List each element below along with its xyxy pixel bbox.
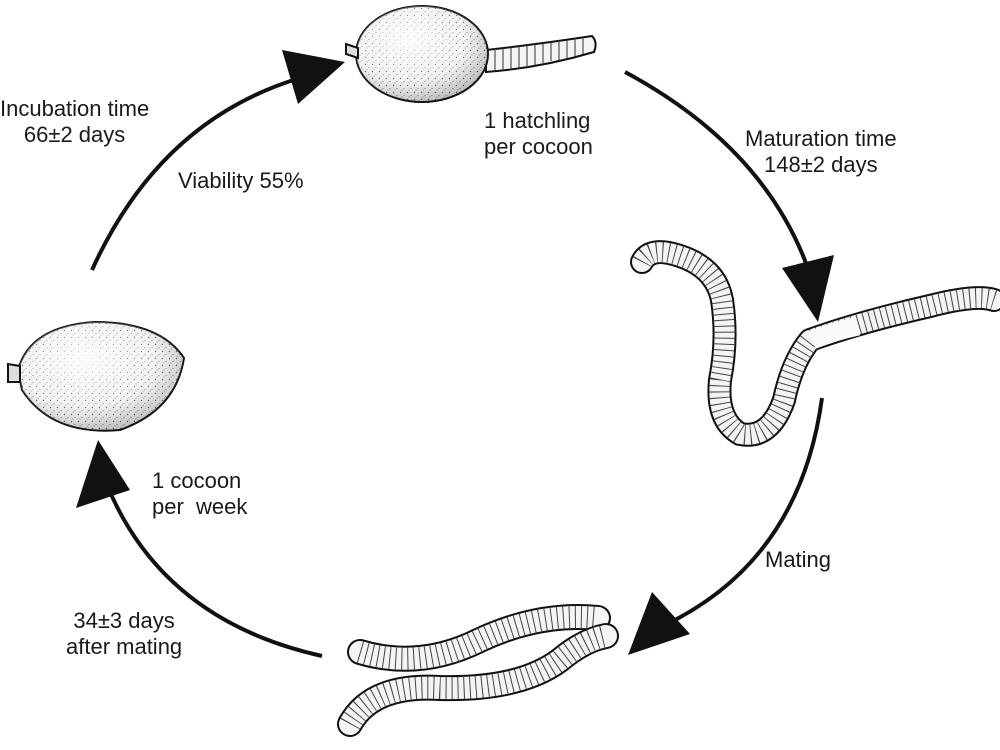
hatchling-worm [485,34,597,74]
mating-label: Mating [765,547,832,572]
adult-worm-clitellum [808,316,861,349]
arrow-mating [664,397,824,627]
maturation-line2: 148±2 days [764,152,878,177]
cocoon-rate-label: 1 cocoon per week [152,468,247,520]
incubation-line1: Incubation time [0,96,150,121]
hatchling-label: 1 hatchling per cocoon [484,108,593,160]
hatchling-line1: 1 hatchling [484,108,591,133]
after-mating-line2: after mating [66,634,183,659]
cocoon-illustration [7,320,186,432]
maturation-time-label: Maturation time 148±2 days [745,126,897,178]
adult-worm-illustration [630,240,1000,447]
hatchling-line2: per cocoon [484,134,593,159]
maturation-line1: Maturation time [745,126,897,151]
after-mating-line1: 34±3 days [73,608,175,633]
hatching-cocoon-illustration [345,5,597,103]
cocoon-rate-line2: per week [152,494,248,519]
incubation-line2: 66±2 days [23,122,126,147]
arrowhead-maturation [782,255,834,322]
arrow-maturation [624,70,814,281]
incubation-time-label: Incubation time 66±2 days [0,96,149,148]
after-mating-label: 34±3 days after mating [66,608,182,660]
arrowhead-cocoon-laying [76,440,130,508]
cocoon-tip [7,362,21,383]
mating-worms-illustration [337,603,619,737]
cycle-arrows [90,70,824,658]
arrowheads [76,50,834,655]
viability-label: Viability 55% [178,168,304,193]
arrow-cocoon-laying [103,479,323,658]
arrow-incubation [90,76,301,271]
arrowhead-mating [628,592,690,655]
hatchling-segments [494,37,584,71]
hatching-cocoon-tip [345,42,359,60]
arrowhead-incubation [282,50,345,104]
cocoon-rate-line1: 1 cocoon [152,468,242,493]
